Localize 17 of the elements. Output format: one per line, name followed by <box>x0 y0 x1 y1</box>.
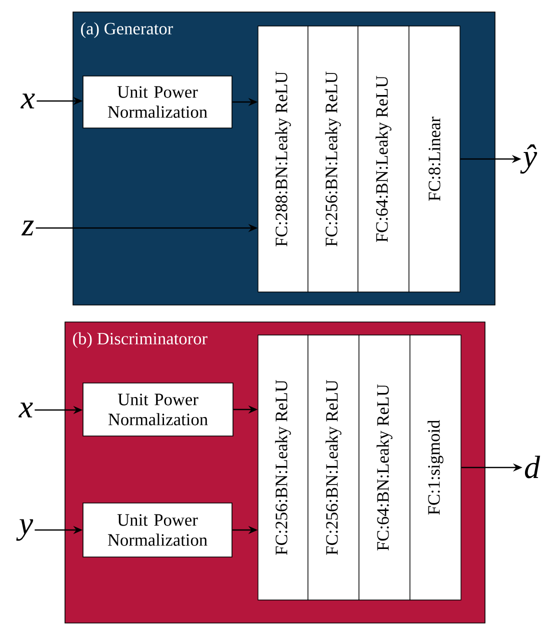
process-box: Unit Power Normalization <box>82 382 234 436</box>
variable-label: x <box>20 94 35 108</box>
variable-label: ŷ <box>520 144 538 174</box>
process-box: Unit Power Normalization <box>82 502 232 558</box>
layer-box: FC:256:BN:Leaky ReLU <box>308 26 358 292</box>
variable-label: d <box>524 456 540 478</box>
layer-box: FC:64:BN:Leaky ReLU <box>358 334 410 600</box>
layer-box: FC:256:BN:Leaky ReLU <box>308 334 360 600</box>
variable-label: z <box>21 220 34 236</box>
variable-label: x <box>18 402 33 418</box>
layer-box: FC:1:sigmoid <box>410 334 462 600</box>
layer-box: FC:288:BN:Leaky ReLU <box>258 26 308 292</box>
layer-box: FC:64:BN:Leaky ReLU <box>358 26 410 292</box>
variable-label: y <box>16 519 34 541</box>
layer-box: FC:256:BN:Leaky ReLU <box>258 334 308 600</box>
process-box: Unit Power Normalization <box>82 76 232 128</box>
layer-box: FC:8:Linear <box>408 26 460 292</box>
